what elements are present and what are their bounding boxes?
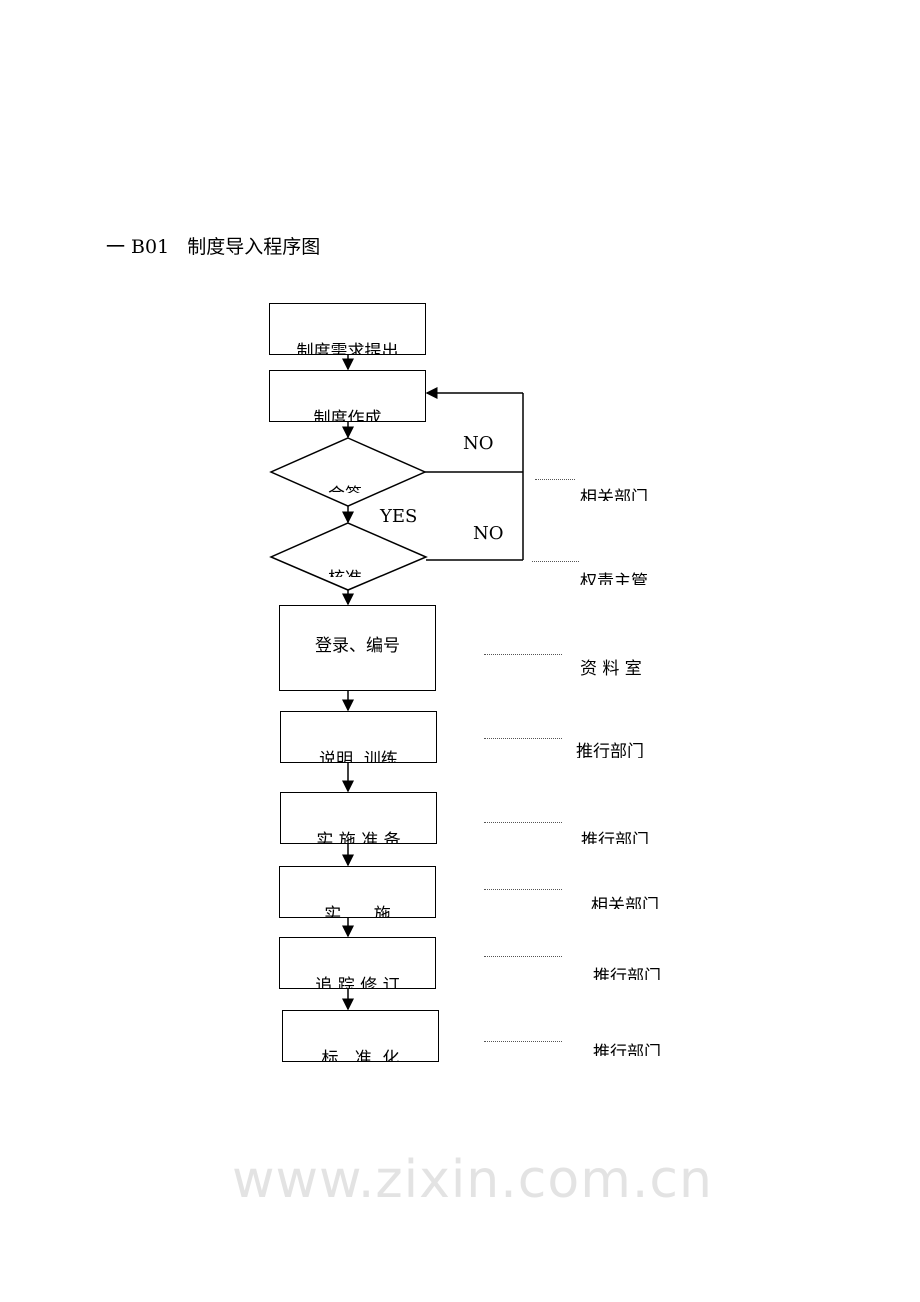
step-label: 追 踪 修 订: [315, 976, 400, 989]
department-label: 推行部门: [576, 742, 644, 758]
yes-label: YES: [380, 506, 418, 527]
department-label: 相关部门: [580, 488, 648, 501]
step-box-standardize: 标 准 化: [282, 1010, 439, 1062]
leader-dots: [484, 889, 562, 890]
step-label: 制度需求提出: [296, 342, 399, 355]
department-label: 推行部门: [593, 1043, 661, 1056]
step-box-requirement: 制度需求提出: [269, 303, 426, 355]
leader-dots: [484, 654, 562, 655]
step-label: 标 准 化: [321, 1049, 400, 1062]
page-title: 一 B01 制度导入程序图: [106, 236, 321, 258]
step-box-register: 登录、编号: [279, 605, 436, 691]
step-label: 实 施 准 备: [316, 831, 401, 844]
step-label: 说明 训练: [319, 750, 398, 763]
department-label: 权责主管: [580, 572, 648, 585]
leader-dots: [484, 1041, 562, 1042]
leader-dots: [484, 738, 562, 739]
decision-diamond-1: [269, 437, 427, 507]
department-label: 资 料 室: [580, 659, 642, 676]
step-label: 登录、编号: [315, 636, 400, 656]
department-label: 推行部门: [581, 831, 649, 844]
decision-diamond-2: [269, 522, 428, 591]
step-box-implementation: 实 施: [279, 866, 436, 918]
leader-dots: [484, 956, 562, 957]
decision-label-1: 会签: [328, 483, 372, 493]
step-label: 制度作成: [313, 409, 382, 422]
step-box-tracking: 追 踪 修 订: [279, 937, 436, 989]
department-label: 推行部门: [593, 967, 661, 980]
step-box-preparation: 实 施 准 备: [280, 792, 437, 844]
leader-dots: [484, 822, 562, 823]
step-box-drafting: 制度作成: [269, 370, 426, 422]
department-label: 相关部门: [591, 896, 659, 909]
no-label-1: NO: [463, 433, 494, 454]
leader-dots: [532, 561, 579, 562]
watermark: www.zixin.com.cn: [232, 1150, 713, 1210]
step-box-training: 说明 训练: [280, 711, 437, 763]
decision-label-2: 核准: [328, 567, 372, 577]
leader-dots: [535, 479, 575, 480]
no-label-2: NO: [473, 523, 504, 544]
step-label: 实 施: [324, 905, 391, 918]
